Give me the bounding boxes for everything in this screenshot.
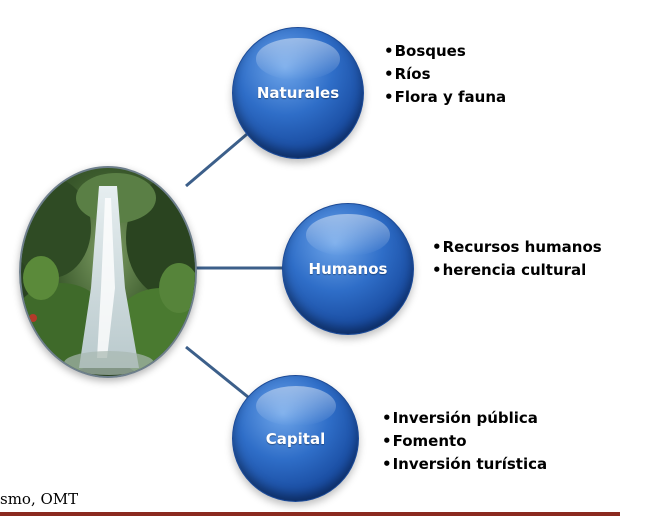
node-naturales: Naturales — [232, 27, 364, 159]
node-capital-label: Capital — [265, 429, 326, 448]
connector-naturales — [185, 127, 254, 188]
bullet-item: Inversión turística — [382, 453, 548, 476]
node-humanos: Humanos — [282, 203, 414, 335]
bullets-naturales: Bosques Ríos Flora y fauna — [384, 40, 507, 109]
bullet-item: Fomento — [382, 430, 547, 453]
waterfall-illustration — [21, 173, 195, 376]
bullets-capital: Inversión pública Fomento Inversión turí… — [382, 407, 548, 476]
footer-citation: smo, OMT — [0, 490, 79, 508]
waterfall-photo — [19, 166, 197, 378]
footer-rule — [0, 512, 620, 516]
bullet-item: Inversión pública — [382, 407, 547, 430]
bullet-item: Recursos humanos — [432, 236, 602, 259]
node-naturales-label: Naturales — [256, 84, 340, 102]
node-capital: Capital — [232, 375, 359, 502]
bullet-item: Bosques — [384, 40, 506, 63]
bullets-humanos: Recursos humanos herencia cultural — [432, 236, 602, 282]
node-humanos-label: Humanos — [308, 260, 388, 278]
bullet-item: Flora y fauna — [384, 86, 507, 109]
connector-capital — [185, 345, 254, 403]
bullet-item: herencia cultural — [432, 259, 602, 282]
bullet-item: Ríos — [384, 63, 506, 86]
